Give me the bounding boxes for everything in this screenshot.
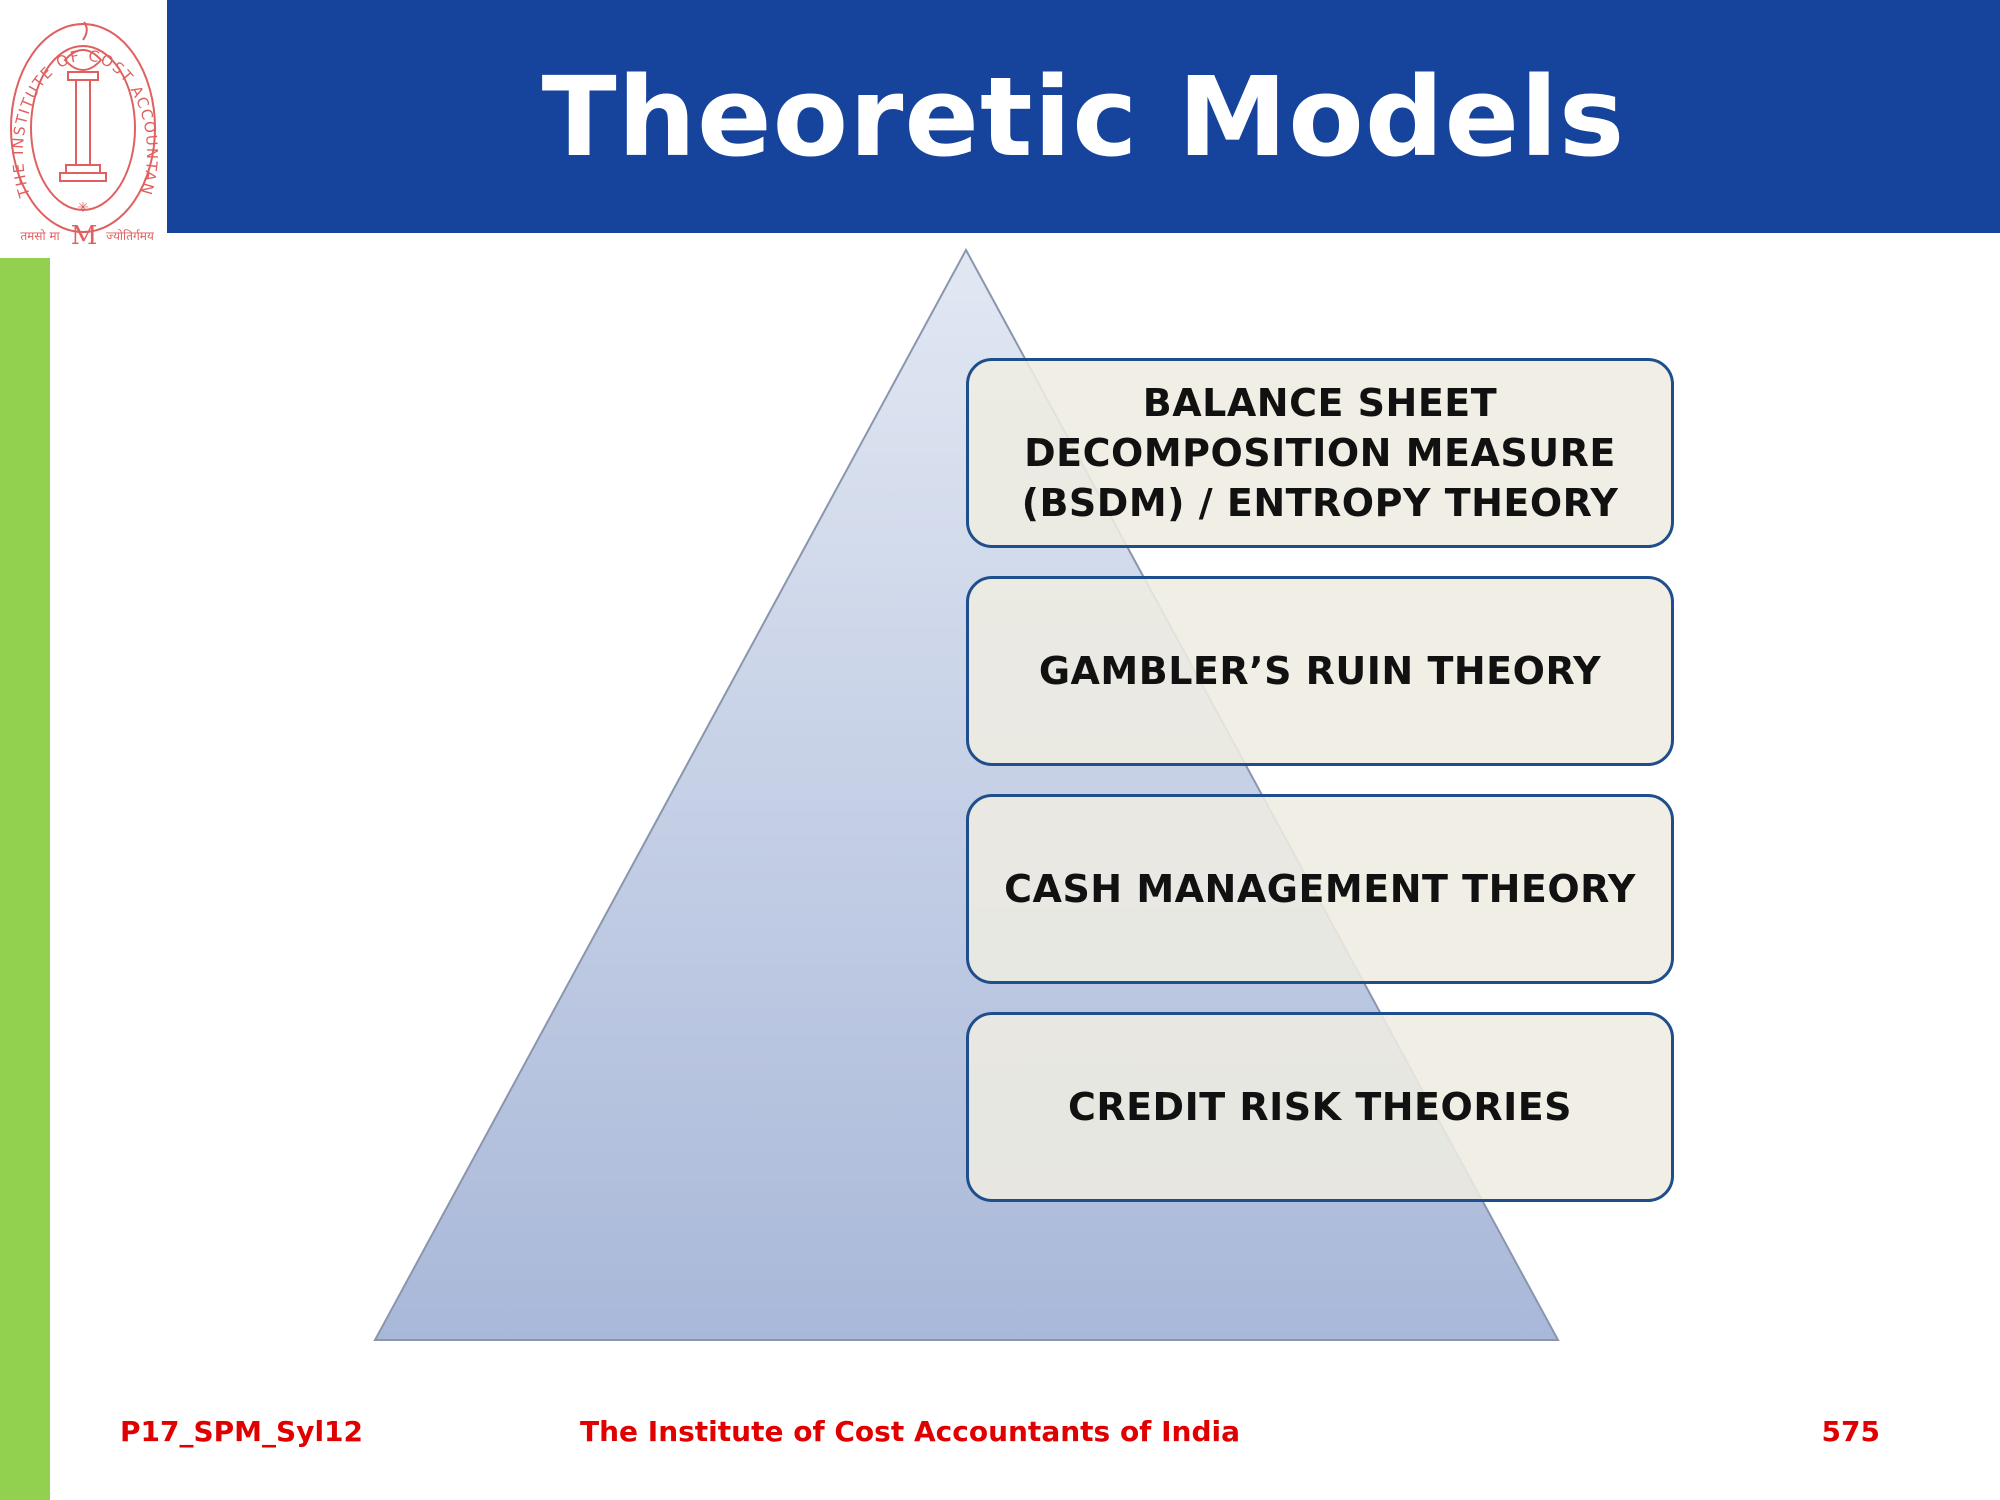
theory-box-label: BALANCE SHEET DECOMPOSITION MEASURE (BSD… <box>1021 381 1619 525</box>
logo-emblem: THE INSTITUTE OF COST ACCOUNTANTS OF IND… <box>0 0 161 251</box>
footer-institute-name: The Institute of Cost Accountants of Ind… <box>580 1415 1240 1448</box>
side-accent-strip <box>0 258 50 1500</box>
theory-box-label: CASH MANAGEMENT THEORY <box>1004 867 1636 911</box>
theory-box-label: CREDIT RISK THEORIES <box>1067 1085 1573 1129</box>
logo-ring-text: THE INSTITUTE OF COST ACCOUNTANTS OF IND… <box>0 0 161 200</box>
theory-box-gamblers-ruin: GAMBLER’S RUIN THEORY <box>966 576 1674 766</box>
logo-monogram: M <box>71 221 98 251</box>
logo-motto-left: तमसो मा <box>20 229 60 243</box>
theory-box-bsdm: BALANCE SHEET DECOMPOSITION MEASURE (BSD… <box>966 358 1674 548</box>
lamp-pillar-icon <box>59 21 107 182</box>
logo-outer-ring <box>10 23 156 233</box>
logo-motto-right: ज्योतिर्गमय <box>106 229 155 243</box>
slide-title: Theoretic Models <box>541 52 1626 181</box>
theory-box-label: GAMBLER’S RUIN THEORY <box>1038 649 1602 693</box>
logo-inner-ring <box>30 45 136 211</box>
institute-logo: THE INSTITUTE OF COST ACCOUNTANTS OF IND… <box>0 0 167 255</box>
title-bar: Theoretic Models <box>167 0 2000 233</box>
theory-box-credit-risk: CREDIT RISK THEORIES <box>966 1012 1674 1202</box>
logo-star-icon: ✳ <box>77 200 89 216</box>
footer-page-number: 575 <box>1821 1415 1880 1448</box>
theory-box-cash-management: CASH MANAGEMENT THEORY <box>966 794 1674 984</box>
footer-course-code: P17_SPM_Syl12 <box>120 1415 364 1448</box>
